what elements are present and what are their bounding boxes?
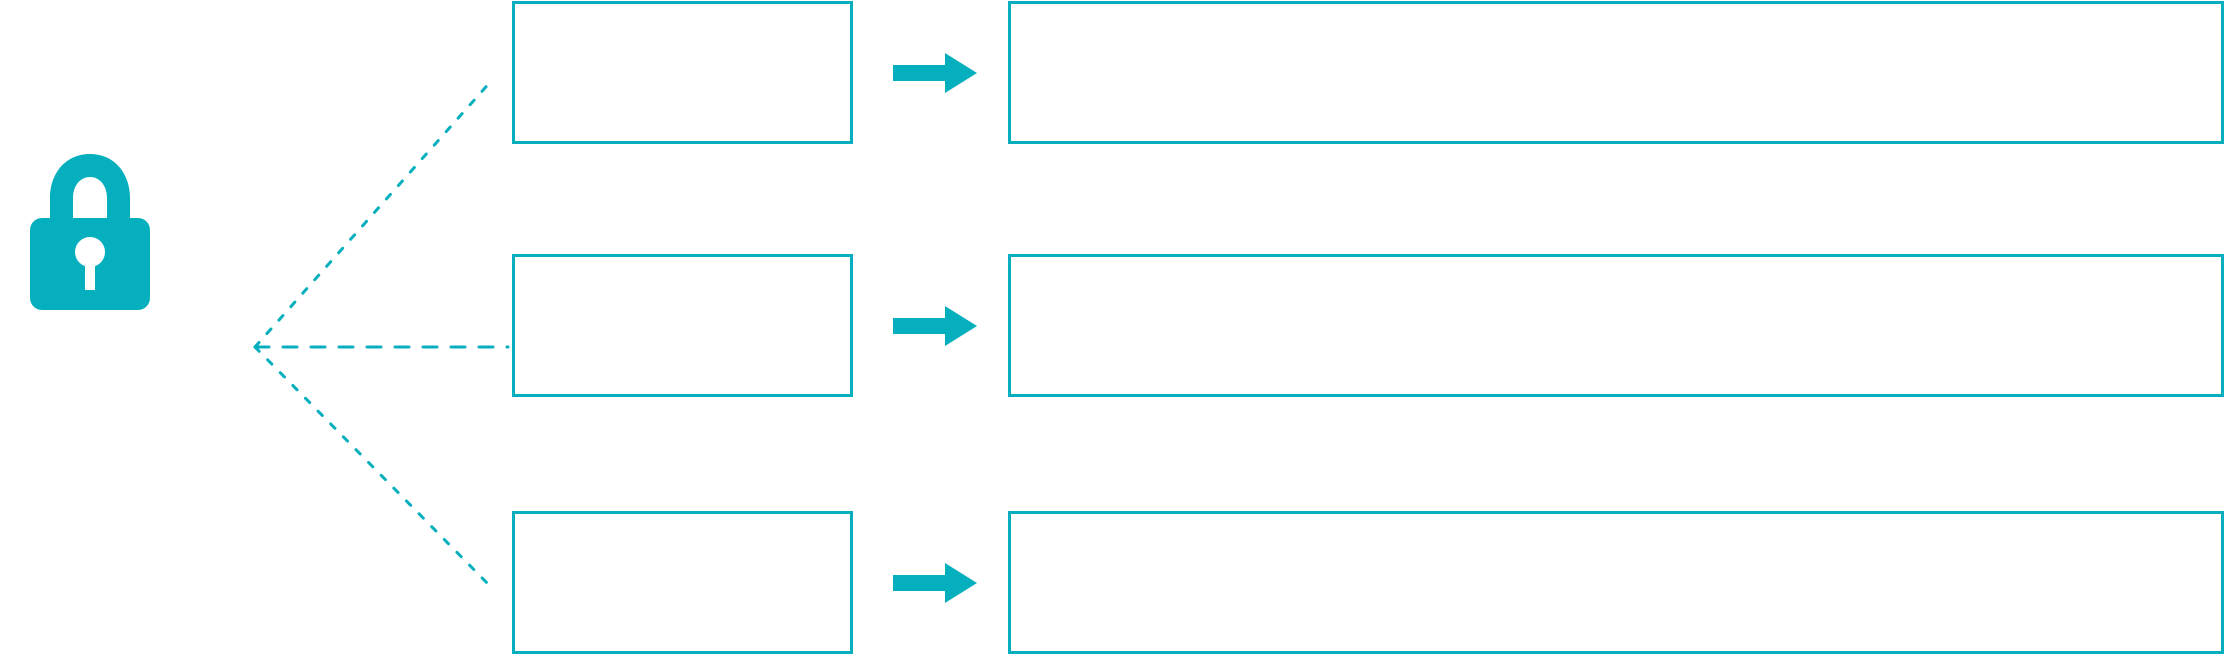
arrow-right-icon bbox=[893, 53, 977, 93]
diagram-row bbox=[0, 254, 2229, 397]
effect-box[interactable] bbox=[1008, 511, 2224, 654]
cause-box[interactable] bbox=[512, 1, 853, 144]
arrow-right-icon bbox=[893, 306, 977, 346]
effect-box[interactable] bbox=[1008, 1, 2224, 144]
diagram-row bbox=[0, 511, 2229, 654]
diagram-row bbox=[0, 1, 2229, 144]
cause-box[interactable] bbox=[512, 254, 853, 397]
arrow-right-icon bbox=[893, 563, 977, 603]
effect-box[interactable] bbox=[1008, 254, 2224, 397]
cause-box[interactable] bbox=[512, 511, 853, 654]
lock-icon bbox=[28, 152, 152, 312]
